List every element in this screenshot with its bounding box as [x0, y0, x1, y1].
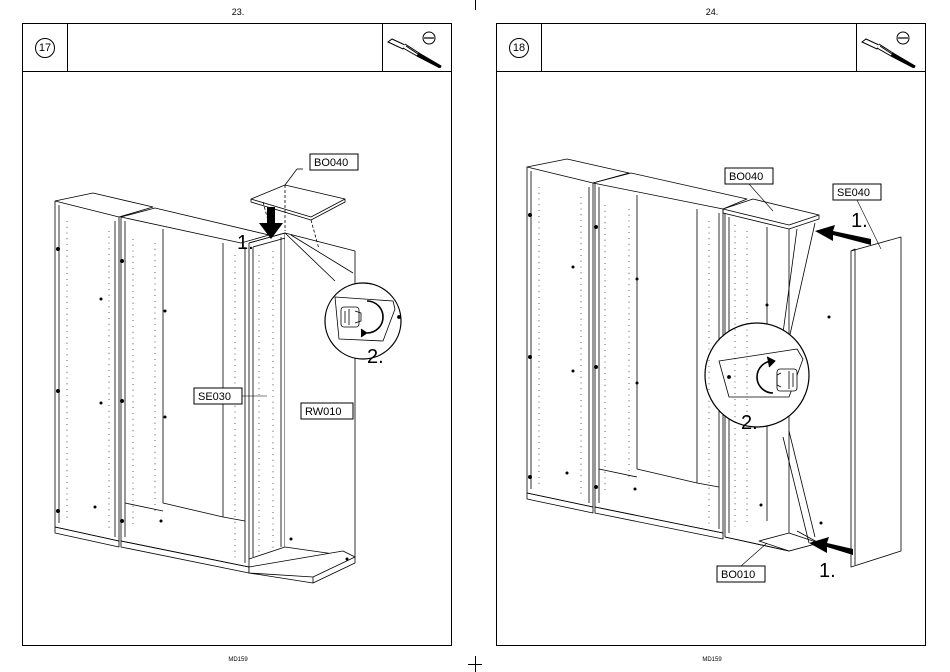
step-marker-2: 2.	[741, 412, 758, 434]
page-number-left: 23.	[208, 7, 268, 17]
step-marker-1-top: 1.	[851, 210, 868, 232]
label-se030: SE030	[198, 391, 231, 403]
label-bo040: BO040	[314, 157, 348, 169]
push-left-arrow-bottom	[809, 537, 853, 555]
label-rw010: RW010	[305, 406, 341, 418]
step-marker-2: 2.	[367, 346, 384, 368]
label-se040: SE040	[837, 187, 870, 199]
slotted-screw-icon	[423, 32, 435, 44]
label-bo040: BO040	[729, 171, 763, 183]
step-18-illustration: BO040 SE040 BO010 1. 2. 1.	[497, 71, 925, 646]
footer-code-right: MD159	[682, 657, 742, 663]
step-number: 17	[35, 38, 55, 58]
step-17-illustration: BO040 SE030 RW010 1. 2.	[23, 71, 451, 646]
tool-cell	[382, 24, 451, 71]
page-number-right: 24.	[682, 7, 742, 17]
step-number-cell: 18	[497, 24, 542, 71]
step-number-cell: 17	[23, 24, 68, 71]
tool-cell	[856, 24, 925, 71]
step-header: 17	[23, 24, 451, 72]
label-bo010: BO010	[721, 569, 755, 581]
instruction-sheet-right: 18	[496, 23, 926, 646]
step-number: 18	[509, 38, 529, 58]
instruction-sheet-left: 17	[22, 23, 452, 646]
slotted-screw-icon	[897, 32, 909, 44]
step-header: 18	[497, 24, 925, 72]
screwdriver-icon	[385, 28, 447, 68]
step-marker-1-bottom: 1.	[819, 560, 836, 582]
step-marker-1: 1.	[237, 232, 254, 254]
screwdriver-icon	[859, 28, 921, 68]
crop-mark-top	[475, 0, 476, 10]
crop-mark-bottom-h	[468, 664, 482, 665]
footer-code-left: MD159	[208, 657, 268, 663]
